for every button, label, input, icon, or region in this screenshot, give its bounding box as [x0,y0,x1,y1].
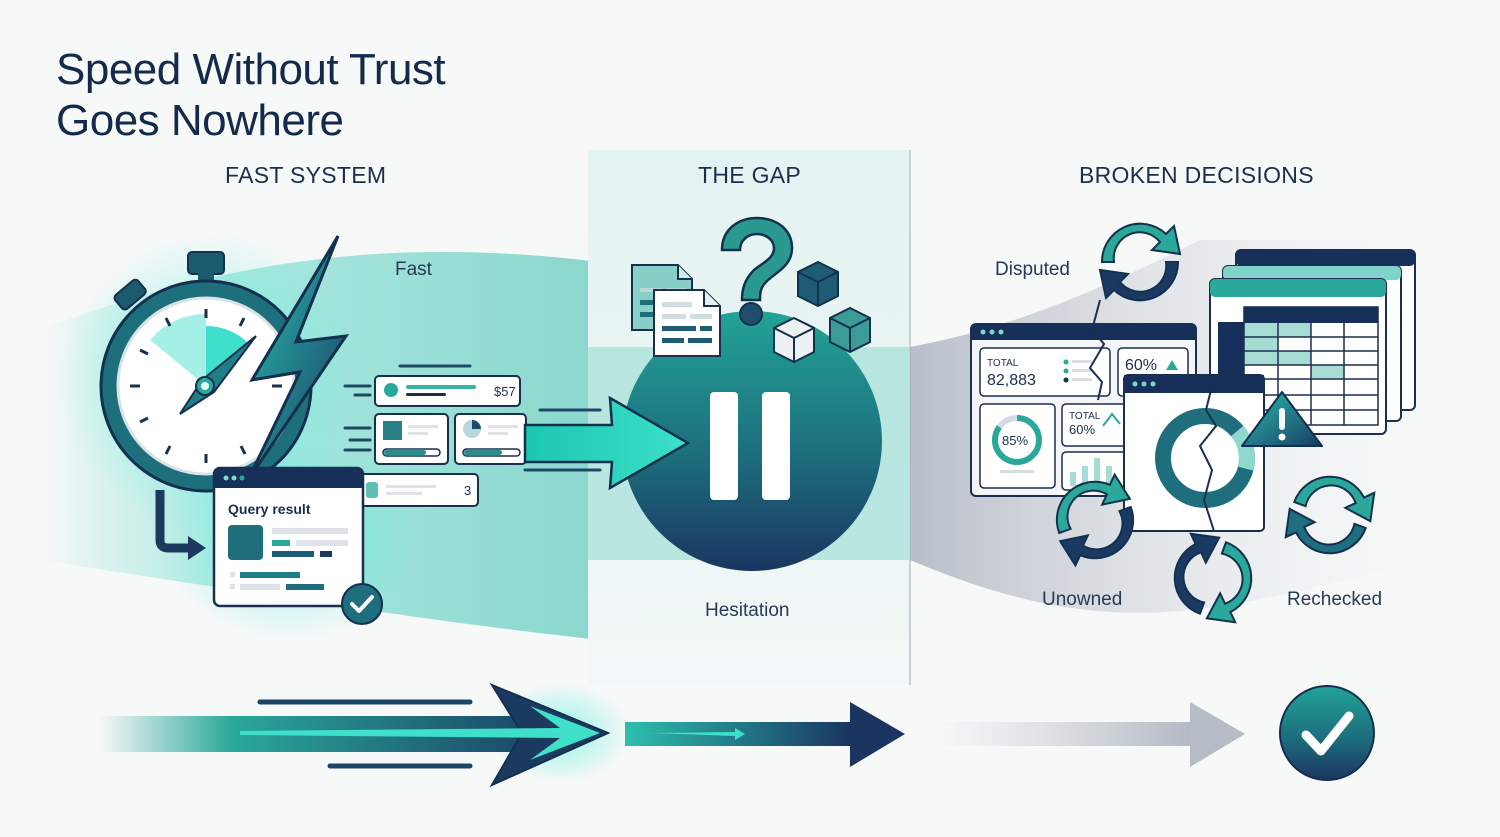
label-hesitation: Hesitation [705,600,790,621]
fast-card-4-value: 3 [464,483,471,498]
dashboard-donut-value: 85% [1002,433,1028,448]
pause-bar-right [762,392,790,500]
title-line-2: Goes Nowhere [56,96,344,145]
check-icon [1279,685,1375,781]
heading-broken-decisions: BROKEN DECISIONS [1079,162,1314,188]
arrow-icon [625,702,905,767]
arrow-icon [935,702,1245,767]
query-result-title: Query result [228,501,311,517]
fast-card-3 [454,413,527,465]
refresh-icon [1098,222,1182,302]
arrow-into-gap [523,395,691,491]
document-icon [653,289,721,357]
refresh-icon [1284,475,1376,555]
heading-the-gap: THE GAP [698,162,802,188]
label-disputed: Disputed [995,259,1070,280]
title-line-1: Speed Without Trust [56,45,446,94]
dashboard-pct-value: 60% [1125,357,1157,374]
cube-icon [829,306,871,354]
dashboard-total2-label: TOTAL [1069,411,1101,422]
fast-card-1-value: $57 [494,384,516,399]
query-result-card [212,466,365,608]
label-rechecked: Rechecked [1287,589,1383,610]
page-title: Speed Without Trust Goes Nowhere [56,44,446,146]
cube-icon [773,316,815,364]
dashboard-total-value: 82,883 [987,372,1036,389]
fast-card-1 [374,375,521,407]
dashboard-total2-value: 60% [1069,422,1095,437]
crack-line [1088,299,1106,401]
flow-arrow-down-head [188,536,206,560]
fast-card-2 [374,413,449,465]
label-fast: Fast [395,259,432,280]
dashboard-total-label: TOTAL [987,358,1019,369]
check-badge-icon [341,583,383,625]
spreadsheet-stack [1209,249,1416,435]
refresh-icon [1173,532,1253,624]
label-unowned: Unowned [1042,589,1123,610]
flow-arrow-down [155,490,190,553]
broken-chart-window [1123,374,1265,532]
cube-icon [797,260,839,308]
warning-icon [1241,391,1323,447]
stopwatch-icon [99,251,313,493]
pause-circle [622,311,882,571]
question-icon [720,216,794,326]
refresh-icon [1055,472,1135,568]
heading-fast-system: FAST SYSTEM [225,162,387,188]
pause-bar-left [710,392,738,500]
arrow-icon [100,682,611,788]
